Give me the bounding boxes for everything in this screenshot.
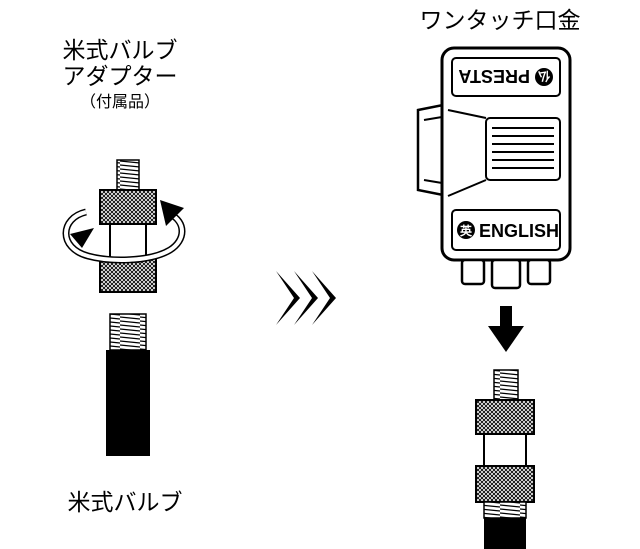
- schrader-valve: [106, 313, 150, 456]
- english-icon: [457, 221, 475, 239]
- presta-label: PRESTA: [458, 66, 530, 86]
- adapter-top-thread: [116, 159, 140, 191]
- pump-head-title: ワンタッチ口金: [419, 8, 581, 34]
- assembled-top-thread: [493, 369, 519, 401]
- valve-stem: [106, 350, 150, 456]
- pump-head: [416, 46, 572, 290]
- assembled-bottom-nut: [475, 465, 535, 503]
- presta-label-group: 仏 PRESTA: [458, 66, 553, 86]
- assembled-valve-thread: [483, 501, 527, 519]
- presta-icon-char: 仏: [538, 69, 550, 83]
- adapter-subtitle: （付属品）: [79, 91, 160, 111]
- english-label-group: 英 ENGLISH: [457, 221, 559, 241]
- valve-thread: [109, 313, 147, 351]
- assembled-body: [483, 433, 527, 469]
- valve-adapter: [99, 159, 157, 293]
- valve-title: 米式バルブ: [67, 490, 183, 516]
- adapter-top-nut: [99, 189, 157, 225]
- adapter-title: 米式バルブ アダプター （付属品）: [40, 38, 200, 111]
- english-icon-char: 英: [460, 223, 473, 238]
- english-label: ENGLISH: [479, 221, 559, 241]
- triple-arrow-icon: [276, 271, 336, 325]
- rotate-arrow-icon: [62, 200, 186, 264]
- assembled-adapter: [475, 369, 535, 549]
- assembled-top-nut: [475, 399, 535, 435]
- assembled-valve-stem: [484, 518, 526, 549]
- adapter-title-line1: 米式バルブ: [62, 38, 178, 64]
- adapter-title-line2: アダプター: [62, 64, 178, 91]
- presta-icon: [535, 68, 553, 86]
- down-arrow-icon: [488, 306, 524, 352]
- adapter-body: [109, 223, 147, 261]
